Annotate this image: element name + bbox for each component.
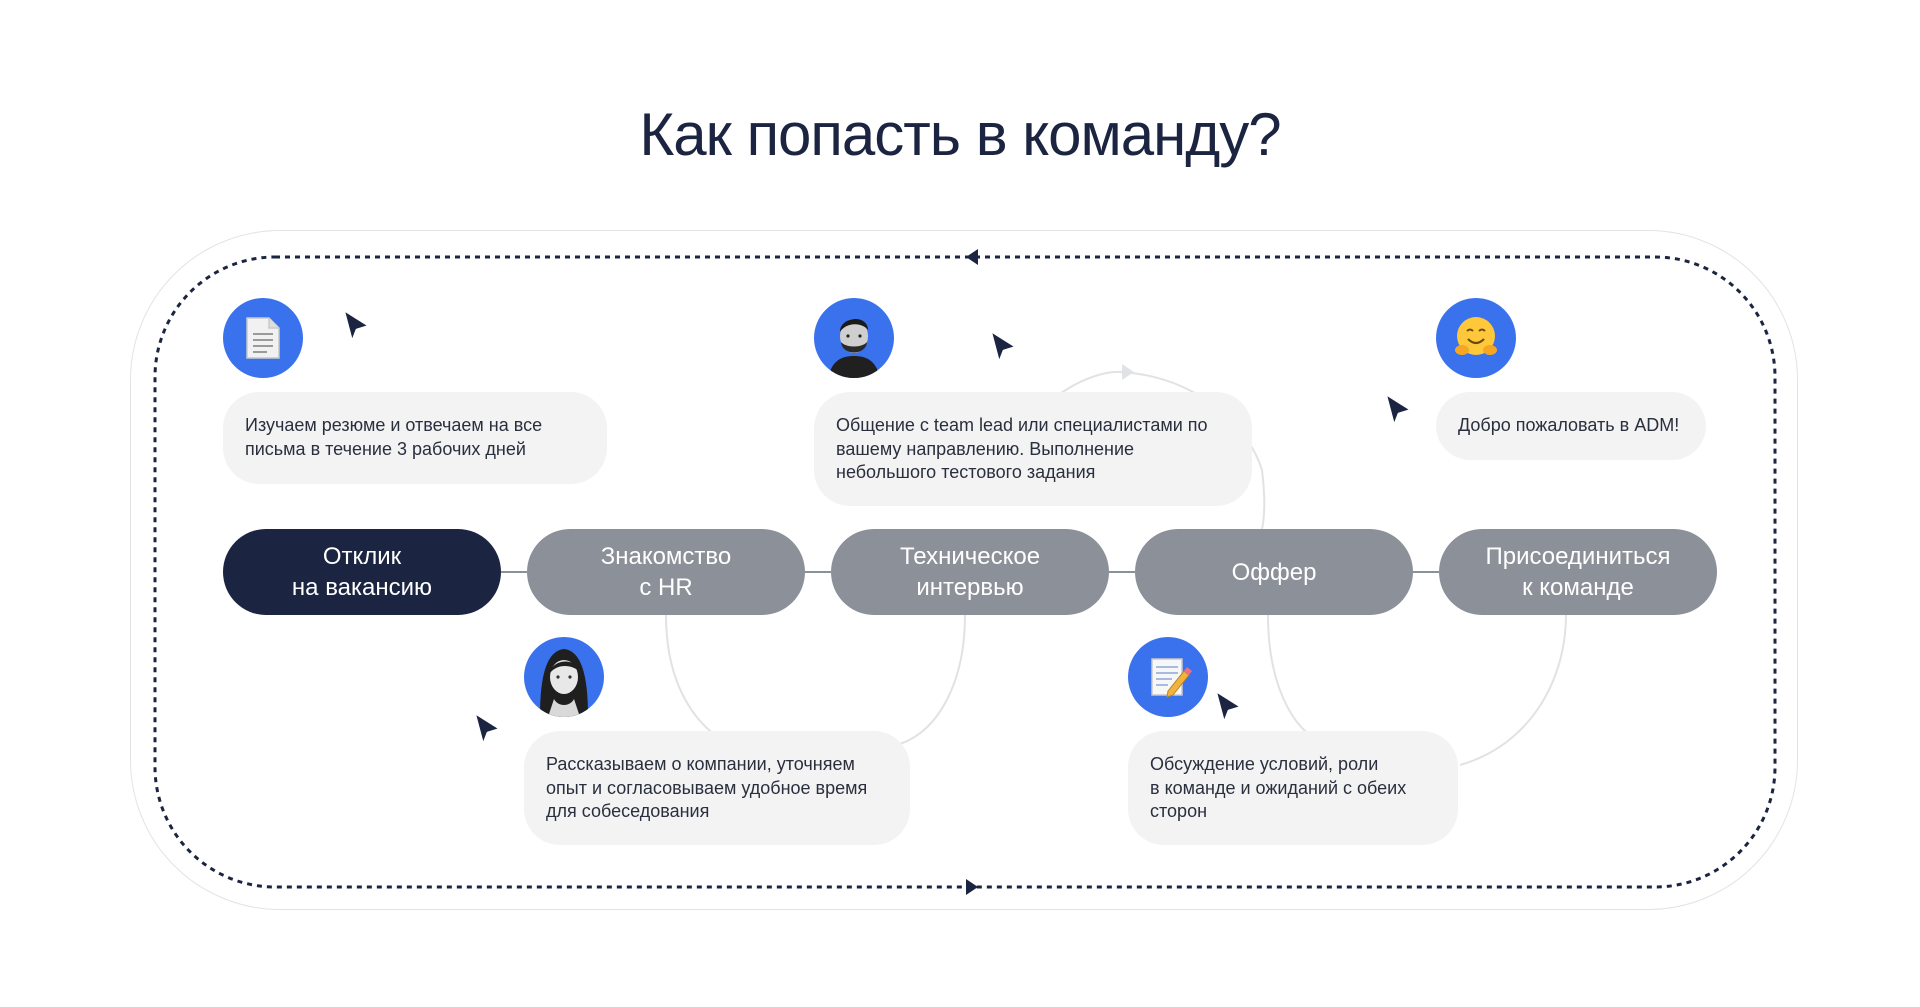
page-title: Как попасть в команду?	[639, 101, 1281, 168]
cursor-arrow-icon	[341, 307, 1414, 748]
stage-join-team[interactable]: Присоединиться к команде	[1439, 529, 1717, 615]
pencil-memo-icon	[1128, 637, 1208, 717]
note-response: Изучаем резюме и отвечаем на все письма …	[223, 392, 607, 484]
outer-frame	[130, 230, 1798, 910]
resume-document-icon	[223, 298, 303, 378]
note-hr-intro: Рассказываем о компании, уточняем опыт и…	[524, 731, 910, 845]
loop-arrow-bottom-icon	[966, 879, 978, 895]
hr-woman-avatar	[524, 637, 604, 717]
stage-tech-interview[interactable]: Техническое интервью	[831, 529, 1109, 615]
note-tech-interview: Общение с team lead или специалистами по…	[814, 392, 1252, 506]
dashed-loop	[153, 255, 1777, 889]
arc-arrow-icon	[1122, 364, 1134, 380]
stage-hr-intro[interactable]: Знакомство с HR	[527, 529, 805, 615]
note-offer: Обсуждение условий, роли в команде и ожи…	[1128, 731, 1458, 845]
team-lead-man-avatar	[814, 298, 894, 378]
hugging-face-icon	[1436, 298, 1516, 378]
loop-arrow-top-icon	[966, 249, 978, 265]
stage-response[interactable]: Отклик на вакансию	[223, 529, 501, 615]
note-join-team: Добро пожаловать в ADM!	[1436, 392, 1706, 460]
stage-offer[interactable]: Оффер	[1135, 529, 1413, 615]
